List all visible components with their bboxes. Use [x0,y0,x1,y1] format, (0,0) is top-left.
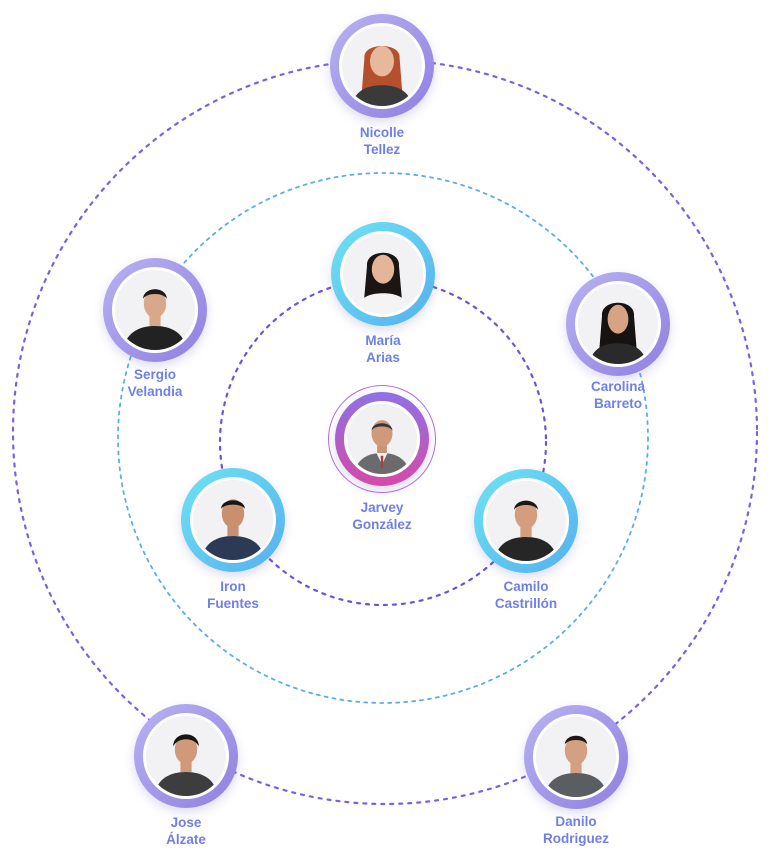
avatar [533,714,619,800]
member-lead: Jarvey González [302,385,462,535]
lead-halo-ring [328,385,436,493]
member-carolina-barreto: Carolina Barreto [538,272,698,417]
person-portrait-icon [342,26,422,106]
member-danilo-rodriguez: Danilo Rodriguez [496,705,656,850]
person-portrait-icon [347,404,417,474]
member-name: Danilo Rodriguez [543,814,609,846]
member-jose-alzate: Jose Álzate [106,704,266,849]
member-name: Jose Álzate [166,815,206,847]
member-name: Nicolle Tellez [359,125,405,157]
member-maria-arias: María Arias [303,222,463,367]
avatar [575,281,661,367]
person-portrait-icon [146,716,226,796]
avatar [190,477,276,563]
member-name: Sergio Velandia [127,367,183,399]
avatar [483,478,569,564]
person-portrait-icon [536,717,616,797]
middle-orbit [117,172,649,704]
member-name: Camilo Castrillón [494,579,558,611]
person-portrait-icon [578,284,658,364]
lead-avatar [344,401,420,477]
person-portrait-icon [343,234,423,314]
person-portrait-icon [193,480,273,560]
avatar [339,23,425,109]
member-name: Iron Fuentes [207,579,259,611]
person-portrait-icon [115,270,195,350]
member-iron-fuentes: Iron Fuentes [153,468,313,613]
member-nicolle-tellez: Nicolle Tellez [302,14,462,159]
avatar [340,231,426,317]
avatar [143,713,229,799]
member-name: María Arias [365,333,401,365]
person-portrait-icon [486,481,566,561]
member-name: Carolina Barreto [590,379,645,411]
member-sergio-velandia: Sergio Velandia [75,258,235,403]
member-camilo-castrillon: Camilo Castrillón [446,469,606,614]
avatar [112,267,198,353]
lead-name: Jarvey González [352,500,412,532]
outer-orbit [11,58,759,806]
